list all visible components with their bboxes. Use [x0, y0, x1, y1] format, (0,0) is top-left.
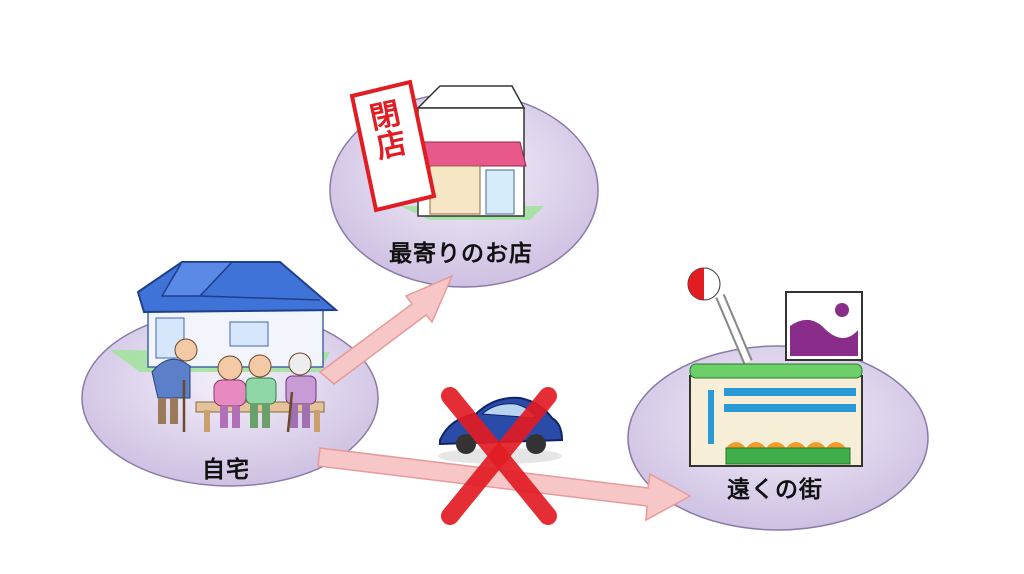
arrow-to-nearest-store [318, 274, 454, 385]
mall-illustration [687, 267, 863, 467]
closed-sign [349, 79, 437, 213]
arrow-to-far-town [317, 447, 692, 522]
store-illustration [400, 85, 544, 220]
elderly-people-illustration [151, 338, 325, 433]
house-illustration [110, 261, 339, 372]
home-label: 自宅 [202, 457, 250, 483]
nearest-store-label: 最寄りのお店 [389, 241, 533, 267]
far-town-label: 遠くの街 [727, 477, 823, 503]
cross-mark [441, 387, 557, 525]
